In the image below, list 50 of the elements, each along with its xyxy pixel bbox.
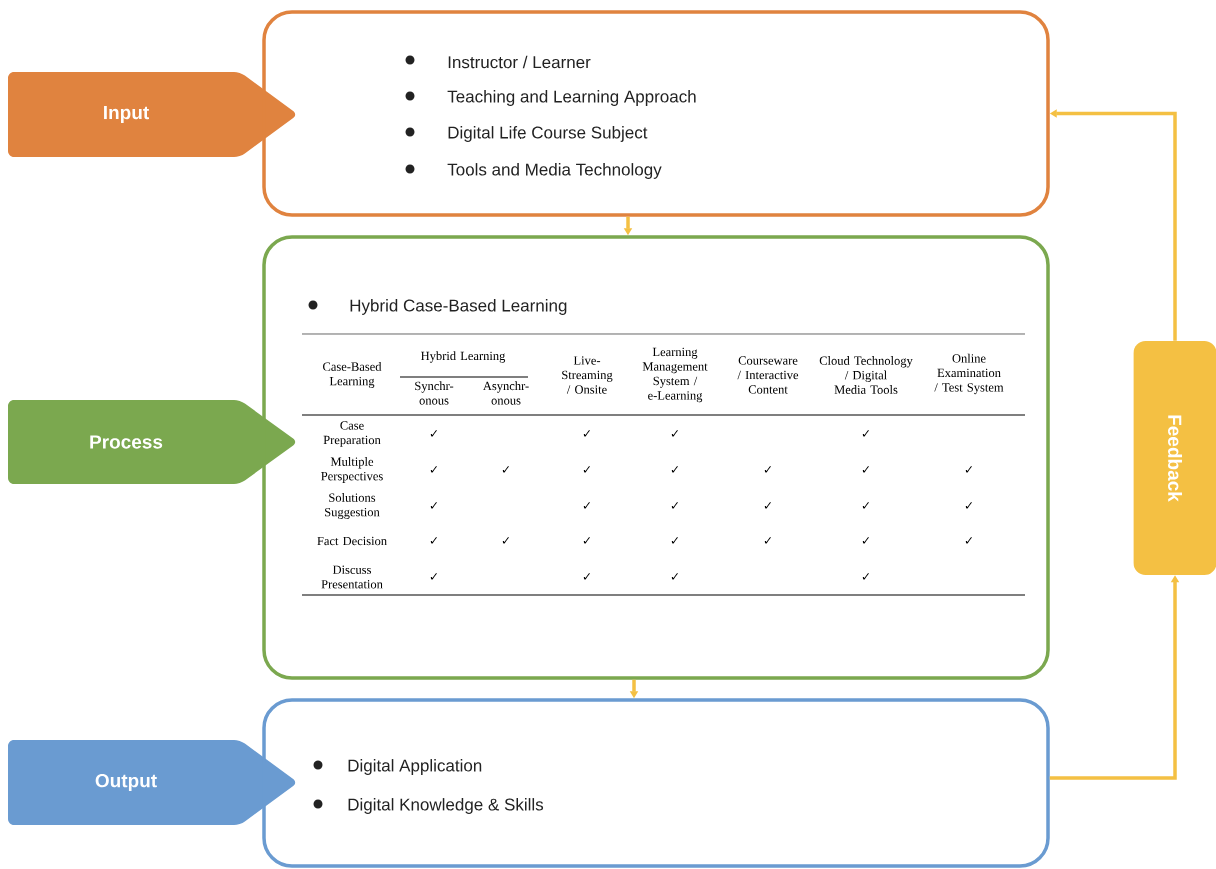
table-cell: Fact Decision [317,536,387,546]
bullet-text: Digital Knowledge & Skills [348,798,544,814]
bullet-text: Teaching and Learning Approach [447,90,696,106]
table-cell: Case-Based Learning [323,362,382,388]
check-mark: ✓ [671,430,678,437]
check-mark: ✓ [430,466,437,473]
table-cell: Cloud Technology / Digital Media Tools [819,356,913,394]
table-cell: Hybrid Learning [421,351,506,363]
check-mark: ✓ [764,466,771,473]
check-mark: ✓ [965,466,972,473]
check-mark: ✓ [764,502,771,509]
check-mark: ✓ [671,537,678,544]
check-mark: ✓ [430,573,437,580]
check-mark: ✓ [862,430,869,437]
table-cell: Solutions Suggestion [325,493,380,519]
check-mark: ✓ [583,537,590,544]
check-mark: ✓ [502,466,509,473]
check-mark: ✓ [583,502,590,509]
table-cell: Case Preparation [323,421,381,447]
bullet-text: Instructor / Learner [448,55,591,69]
check-mark: ✓ [671,466,678,473]
bullet-text: Tools and Media Technology [447,163,662,179]
check-mark: ✓ [862,573,869,580]
check-mark: ✓ [583,573,590,580]
check-mark: ✓ [430,430,437,437]
check-mark: ✓ [965,537,972,544]
table-cell: Synchr-onous [415,381,454,405]
bullet-text: Digital Life Course Subject [448,126,648,142]
check-mark: ✓ [862,466,869,473]
table-cell: Learning Management System / e-Learning [642,347,708,403]
check-mark: ✓ [862,502,869,509]
check-mark: ✓ [862,537,869,544]
bullet-text: Hybrid Case-Based Learning [350,299,567,315]
check-mark: ✓ [583,466,590,473]
check-mark: ✓ [671,573,678,580]
check-mark: ✓ [671,502,678,509]
table-cell: Live-Streaming / Onsite [562,356,613,394]
check-mark: ✓ [965,502,972,509]
check-mark: ✓ [583,430,590,437]
table-cell: Asynchr-onous [483,381,529,405]
bullet-text: Digital Application [348,759,482,775]
table-cell: Discuss Presentation [321,565,383,589]
table-cell: Courseware / Interactive Content [737,356,799,394]
table-cell: Online Examination / Test System [934,353,1004,395]
check-mark: ✓ [764,537,771,544]
feedback-box: Feedback [1133,341,1216,575]
check-mark: ✓ [502,537,509,544]
check-mark: ✓ [430,502,437,509]
table-cell: Multiple Perspectives [321,457,383,483]
check-mark: ✓ [430,537,437,544]
